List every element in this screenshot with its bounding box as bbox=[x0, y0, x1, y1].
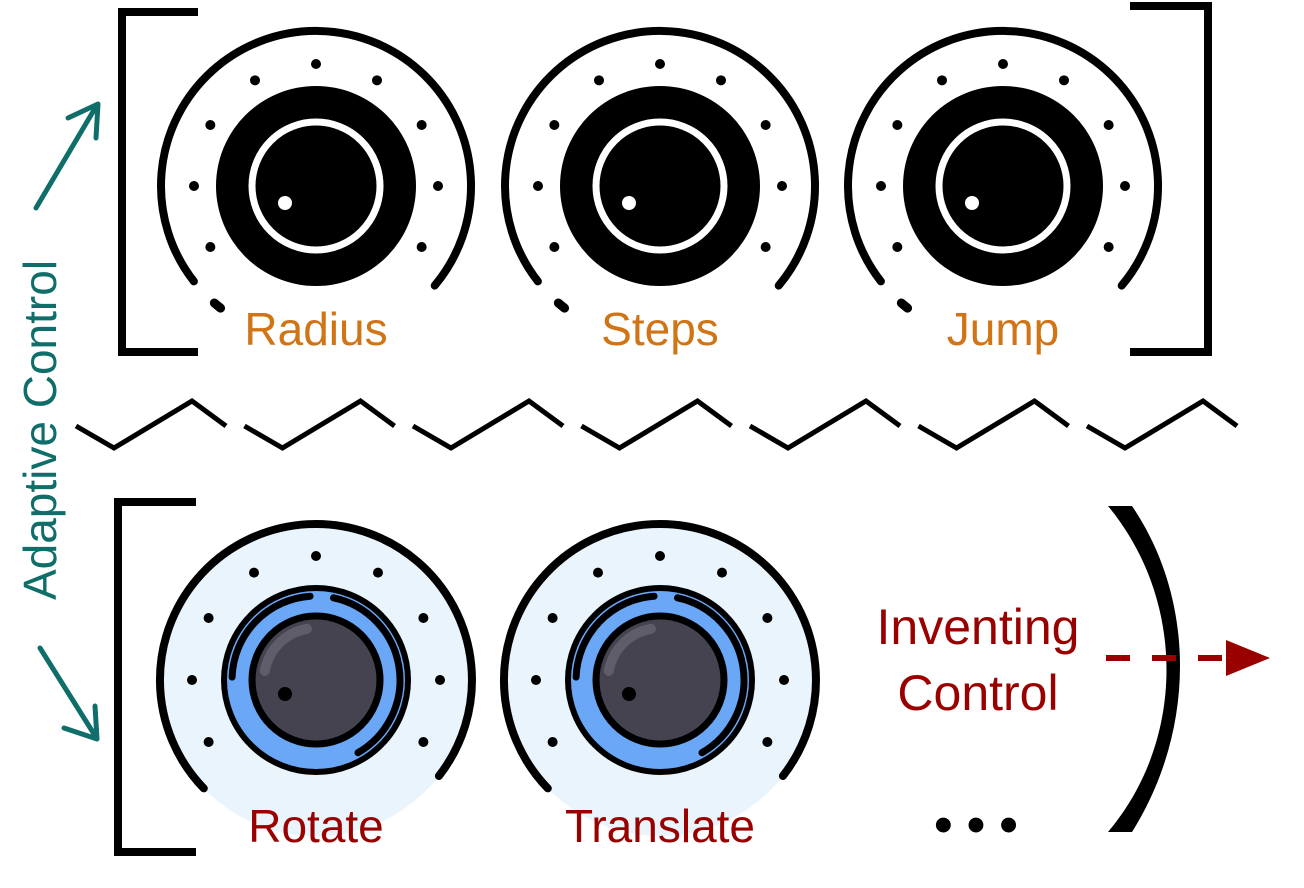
knob-rotate[interactable]: Rotate bbox=[156, 520, 476, 852]
adaptive-control-label: Adaptive Control bbox=[14, 260, 66, 600]
knob-label: Steps bbox=[601, 303, 719, 355]
top-brackets bbox=[118, 2, 1212, 356]
knob-label: Radius bbox=[244, 303, 387, 355]
top-left-bracket bbox=[118, 8, 198, 356]
arrow-down-icon bbox=[37, 645, 100, 742]
top-right-bracket bbox=[1130, 2, 1212, 356]
large-paren bbox=[1108, 506, 1180, 832]
knob-translate[interactable]: Translate bbox=[500, 520, 820, 852]
knob-label: Rotate bbox=[248, 800, 384, 852]
knob-label: Translate bbox=[565, 800, 755, 852]
knob-jump[interactable]: Jump bbox=[844, 26, 1162, 355]
dashed-arrow-icon bbox=[1106, 640, 1270, 676]
ellipsis: • • • bbox=[934, 796, 1018, 854]
knob-steps[interactable]: Steps bbox=[501, 26, 819, 355]
inventing-label-line2: Control bbox=[897, 665, 1058, 721]
top-knob-row: Radius Steps Jump bbox=[157, 26, 1162, 355]
knob-label: Jump bbox=[947, 303, 1059, 355]
knob-radius[interactable]: Radius bbox=[157, 26, 475, 355]
inventing-label-line1: Inventing bbox=[877, 599, 1080, 655]
zigzag-separator bbox=[74, 397, 1239, 451]
inventing-control-group: Inventing Control • • • bbox=[877, 506, 1270, 854]
arrow-up-icon bbox=[33, 101, 101, 211]
adaptive-control-group: Adaptive Control bbox=[14, 101, 101, 742]
bottom-knob-row: Rotate Translate bbox=[156, 520, 820, 852]
bottom-left-bracket bbox=[114, 498, 196, 856]
